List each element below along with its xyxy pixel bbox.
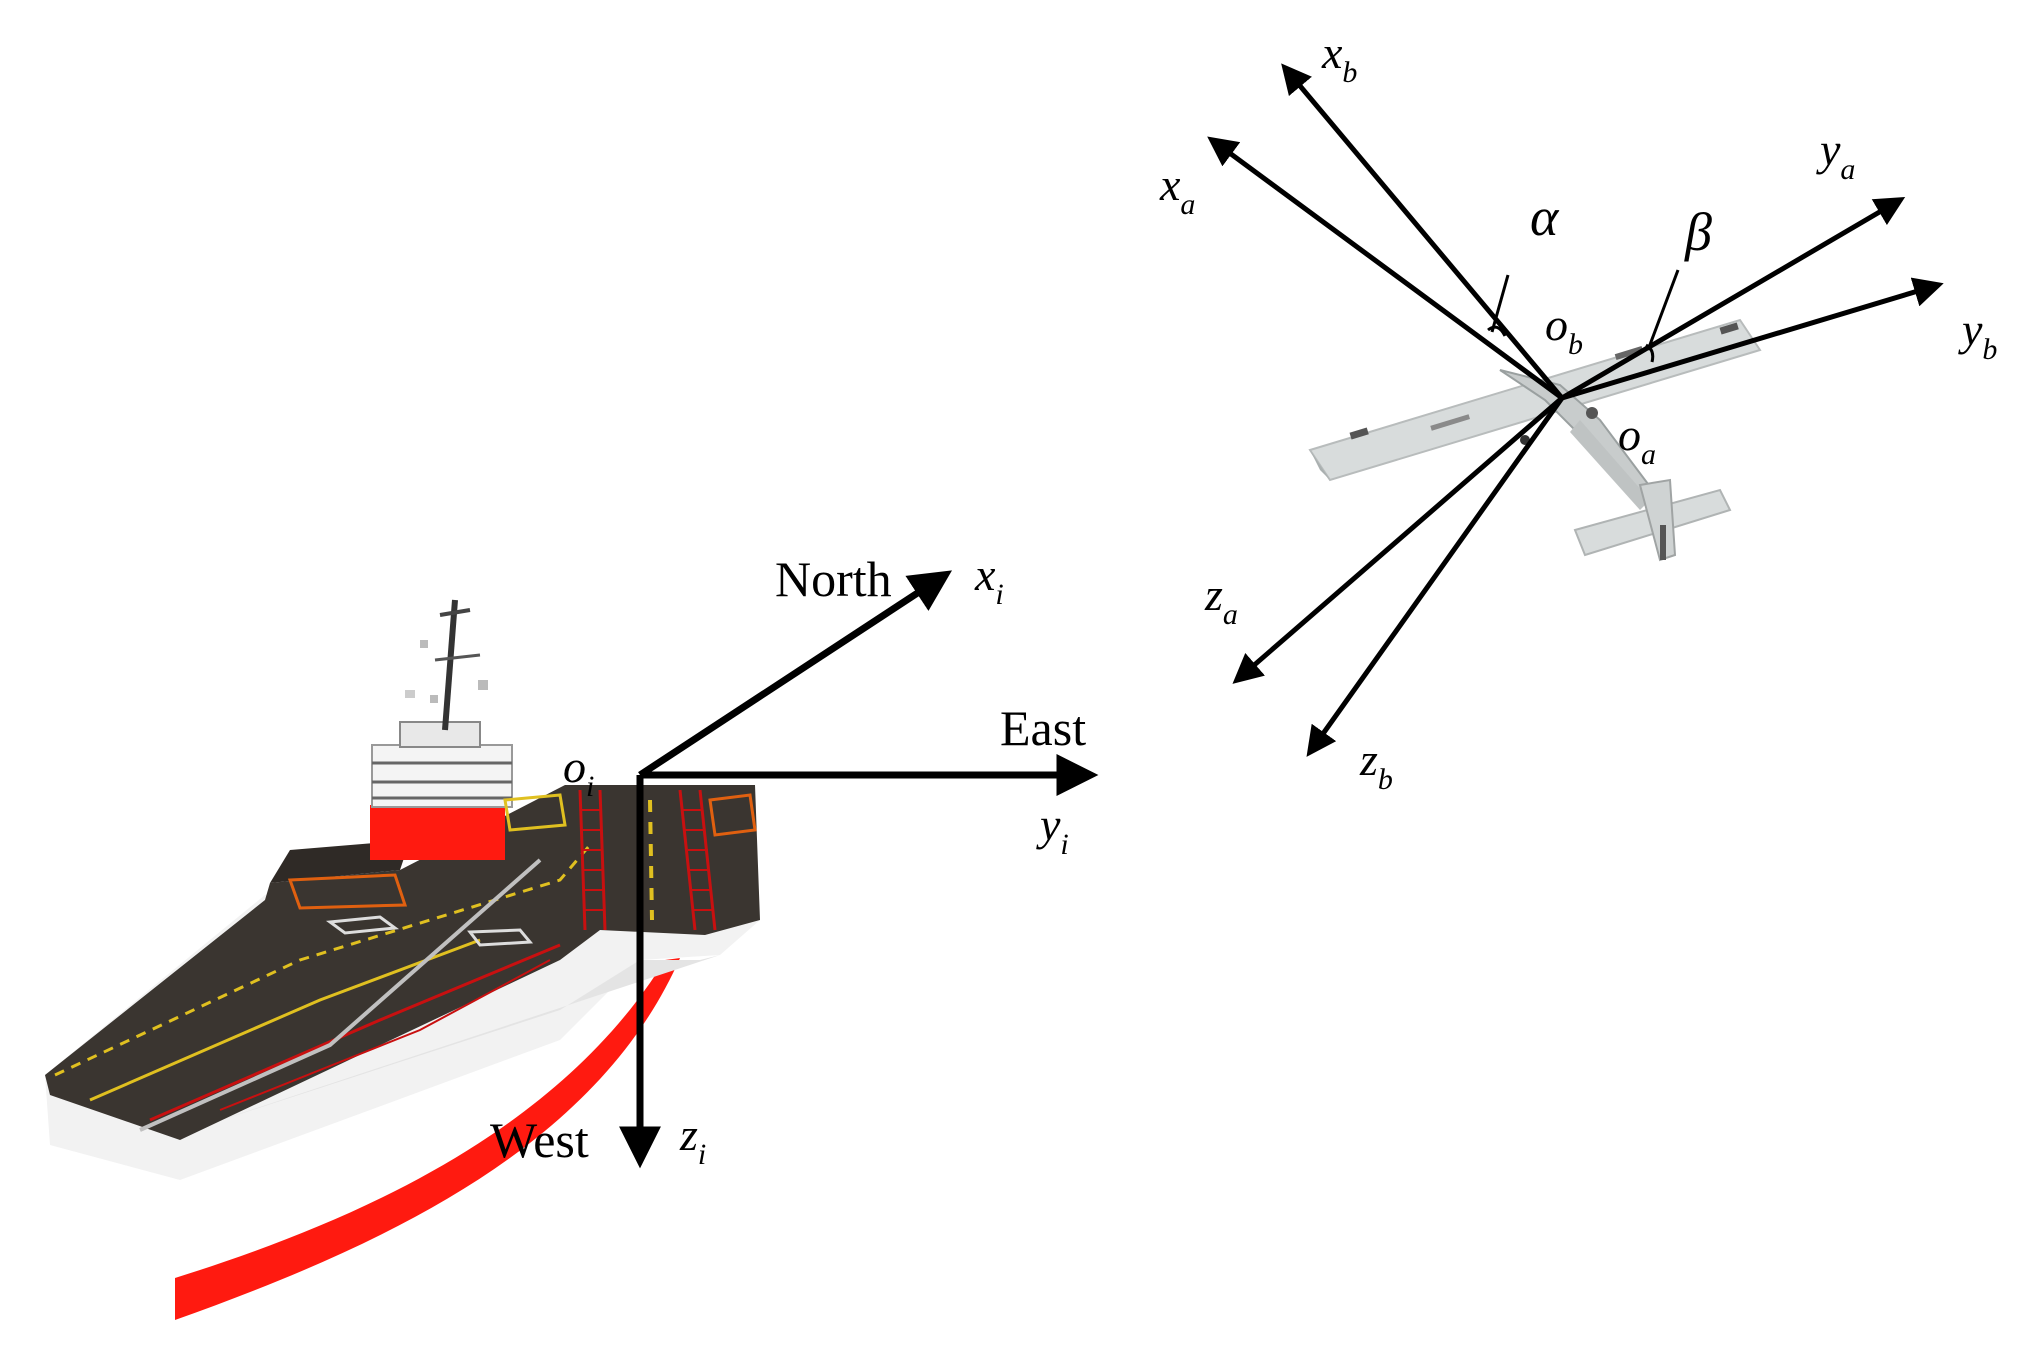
alpha-label: α bbox=[1530, 187, 1560, 247]
xb-axis bbox=[1281, 63, 1564, 400]
yb-axis bbox=[1561, 277, 1944, 401]
yb-label: yb bbox=[1958, 304, 1997, 366]
east-label: East bbox=[1000, 700, 1086, 756]
alpha-pointer bbox=[1490, 274, 1510, 333]
xa-label: xa bbox=[1159, 159, 1195, 221]
west-label: West bbox=[490, 1112, 589, 1168]
inertial-frame bbox=[619, 570, 1099, 1169]
zi-label: zi bbox=[679, 1109, 706, 1171]
xa-axis bbox=[1207, 136, 1564, 401]
alpha-arc bbox=[1487, 325, 1507, 337]
xi-label: xi bbox=[974, 549, 1004, 611]
body-and-airflow-frames bbox=[1207, 63, 1944, 757]
oa-label: oa bbox=[1618, 409, 1656, 471]
zb-axis bbox=[1306, 396, 1565, 757]
za-axis bbox=[1232, 396, 1564, 684]
ob-label: ob bbox=[1545, 299, 1583, 361]
xb-label: xb bbox=[1321, 27, 1357, 89]
za-label: za bbox=[1204, 569, 1238, 631]
beta-arc bbox=[1645, 343, 1655, 363]
zb-label: zb bbox=[1359, 734, 1393, 796]
beta-label: β bbox=[1684, 202, 1712, 262]
ya-label: ya bbox=[1816, 124, 1855, 186]
xi-axis bbox=[638, 570, 953, 778]
yi-label: yi bbox=[1036, 799, 1069, 861]
beta-pointer bbox=[1646, 269, 1680, 351]
uav-aircraft-icon bbox=[1308, 318, 1762, 562]
aircraft-carrier-icon bbox=[45, 599, 760, 1320]
north-label: North bbox=[775, 551, 892, 607]
oi-label: oi bbox=[563, 741, 594, 803]
ya-axis bbox=[1560, 196, 1906, 401]
